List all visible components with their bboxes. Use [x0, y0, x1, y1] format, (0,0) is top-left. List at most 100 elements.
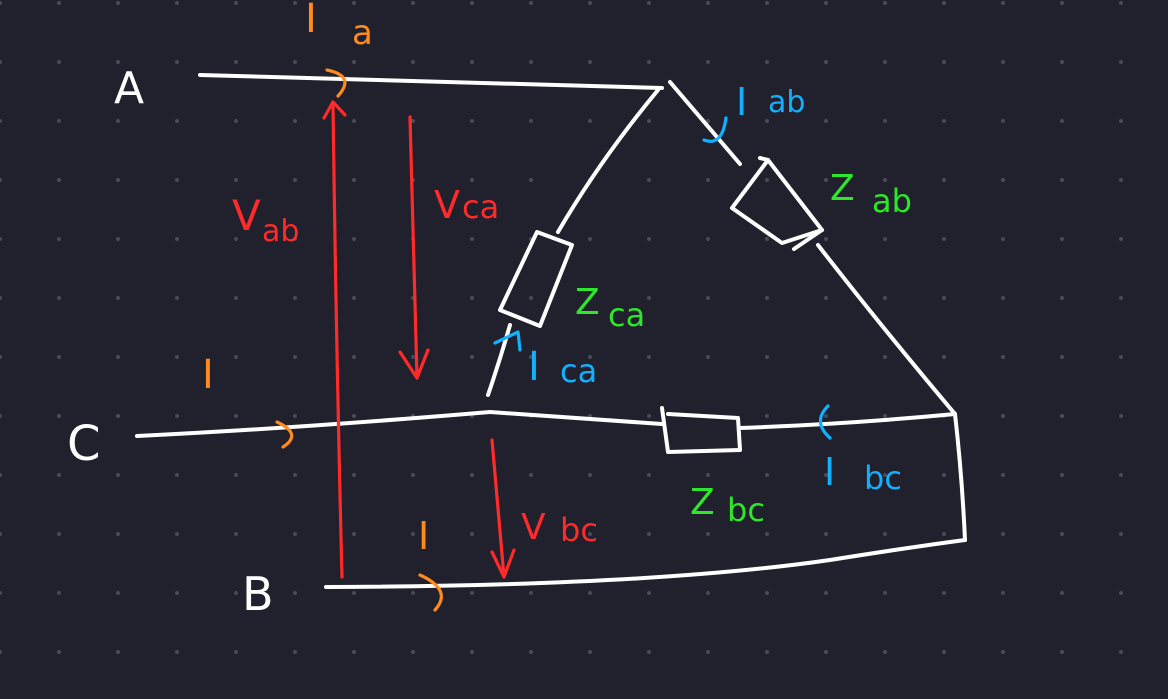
grid-dot	[706, 119, 710, 123]
vab-label-main: V	[232, 191, 261, 240]
grid-dot	[942, 532, 946, 536]
grid-dot	[1060, 237, 1064, 241]
grid-dot	[765, 60, 769, 64]
grid-dot	[1119, 532, 1123, 536]
voltage-labels: V ab V ca V bc	[232, 183, 598, 549]
zca-label-sub: ca	[608, 296, 645, 334]
grid-dot	[824, 355, 828, 359]
grid-dot	[352, 473, 356, 477]
grid-dot	[588, 60, 592, 64]
grid-dot	[883, 296, 887, 300]
grid-dot	[588, 650, 592, 654]
grid-dot	[234, 60, 238, 64]
line-current-labels: I a I I	[202, 0, 429, 558]
grid-dot	[1001, 650, 1005, 654]
grid-dot	[588, 591, 592, 595]
grid-dot	[470, 60, 474, 64]
grid-dot	[647, 532, 651, 536]
grid-dot	[588, 296, 592, 300]
grid-dot	[824, 1, 828, 5]
grid-dot	[883, 60, 887, 64]
grid-dot	[529, 1, 533, 5]
grid-dot	[1001, 591, 1005, 595]
impedance-bc-box	[660, 406, 742, 454]
ib-label: I	[418, 514, 429, 558]
grid-dot	[706, 532, 710, 536]
grid-dot	[942, 355, 946, 359]
grid-dot	[588, 237, 592, 241]
iab-label-main: I	[736, 80, 747, 124]
grid-dot	[470, 1, 474, 5]
grid-dot	[942, 119, 946, 123]
grid-dot	[411, 591, 415, 595]
grid-dot	[706, 650, 710, 654]
grid-dot	[116, 650, 120, 654]
grid-dot	[529, 532, 533, 536]
branch-ca-wire-bottom	[486, 323, 512, 397]
branch-bc-wire-right	[738, 412, 957, 430]
grid-dot	[116, 591, 120, 595]
grid-dot	[1060, 60, 1064, 64]
grid-dot	[234, 532, 238, 536]
grid-dot	[1060, 532, 1064, 536]
grid-dot	[0, 591, 2, 595]
vca-arrow-line	[408, 115, 419, 380]
grid-dot	[57, 60, 61, 64]
grid-dot	[352, 591, 356, 595]
grid-dot	[824, 591, 828, 595]
grid-dot	[411, 532, 415, 536]
grid-dot	[765, 473, 769, 477]
grid-dot	[706, 60, 710, 64]
grid-dot	[706, 296, 710, 300]
grid-dot	[57, 296, 61, 300]
zca-label-main: Z	[575, 282, 600, 323]
grid-dot	[1060, 119, 1064, 123]
grid-dot	[883, 414, 887, 418]
grid-dot	[116, 60, 120, 64]
node-a-label: A	[114, 63, 144, 114]
grid-dot	[116, 237, 120, 241]
grid-dot	[411, 650, 415, 654]
vbc-arrow-head	[490, 548, 516, 579]
line-a-wire	[198, 73, 664, 90]
grid-dot	[529, 60, 533, 64]
grid-dot	[352, 650, 356, 654]
grid-dot	[647, 1, 651, 5]
vab-arrow-head	[322, 100, 347, 120]
grid-dot	[175, 296, 179, 300]
grid-dot	[352, 355, 356, 359]
grid-dot	[293, 60, 297, 64]
ica-label-main: I	[528, 344, 540, 390]
grid-dot	[470, 119, 474, 123]
grid-dot	[588, 119, 592, 123]
grid-dot	[0, 296, 2, 300]
vbc-label-sub: bc	[560, 511, 598, 549]
ic-arrowhead	[275, 420, 294, 449]
ib-arrowhead	[418, 573, 443, 612]
grid-dot	[352, 296, 356, 300]
grid-dot	[883, 650, 887, 654]
grid-dot	[647, 237, 651, 241]
grid-dot	[588, 355, 592, 359]
grid-dot	[706, 591, 710, 595]
ic-label: I	[202, 352, 214, 398]
grid-dot	[234, 414, 238, 418]
grid-dot	[0, 532, 2, 536]
grid-dot	[765, 532, 769, 536]
grid-dot	[647, 119, 651, 123]
grid-dot	[1001, 296, 1005, 300]
grid-dot	[352, 414, 356, 418]
grid-dot	[234, 473, 238, 477]
grid-dot	[0, 237, 2, 241]
grid-dot	[706, 473, 710, 477]
grid-dot	[175, 355, 179, 359]
grid-dot	[293, 414, 297, 418]
grid-dot	[411, 1, 415, 5]
grid-dot	[942, 650, 946, 654]
grid-dot	[942, 178, 946, 182]
grid-dot	[1060, 414, 1064, 418]
grid-dot	[706, 1, 710, 5]
grid-dot	[234, 119, 238, 123]
